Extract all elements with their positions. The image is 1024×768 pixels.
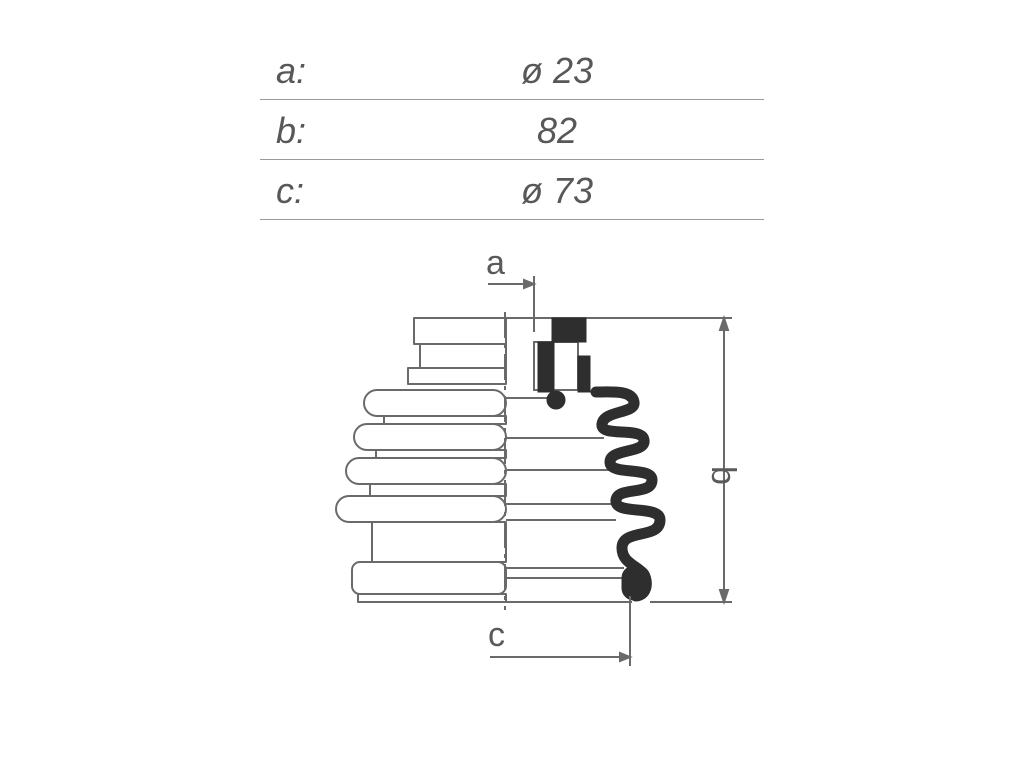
clamp-top [551,317,587,343]
clamp-body [537,341,555,393]
spec-key-a: a: [276,50,307,91]
spec-value-a: ø 23 [520,50,594,91]
spec-value-c: ø 73 [520,170,594,211]
base-lip [357,593,507,603]
clamp-tab [577,355,591,393]
dimension-spec-table: a: ø 23 b: 82 c: ø 73 [260,40,764,220]
dimension-c [490,596,633,666]
valley-2 [375,449,507,459]
spec-row-a: a: ø 23 [260,40,764,100]
base-band [351,561,507,595]
top-collar [413,317,507,345]
spec-row-c: c: ø 73 [260,160,764,220]
collar-step [407,367,507,385]
spec-key-b: b: [276,110,307,151]
collar-neck [419,343,507,369]
spec-row-b: b: 82 [260,100,764,160]
convolution-2 [353,423,507,451]
boot-cross-section [537,317,666,602]
spec-value-b: 82 [536,110,578,151]
valley-1 [383,415,507,425]
valley-3 [369,483,507,497]
convolution-4 [335,495,507,523]
base-neck [371,521,507,563]
convolution-3 [345,457,507,485]
spec-key-c: c: [276,170,305,211]
bellows-wall [590,386,666,602]
boot-left-half-outline [335,317,507,603]
dimension-label-c: c [488,616,505,654]
dimension-b [596,314,732,606]
clamp-bolt [546,390,566,410]
dimension-a [488,276,537,332]
dimension-label-b: b [704,466,742,485]
base-bead [621,565,651,601]
dimension-label-a: a [486,244,505,282]
convolution-1 [363,389,507,417]
